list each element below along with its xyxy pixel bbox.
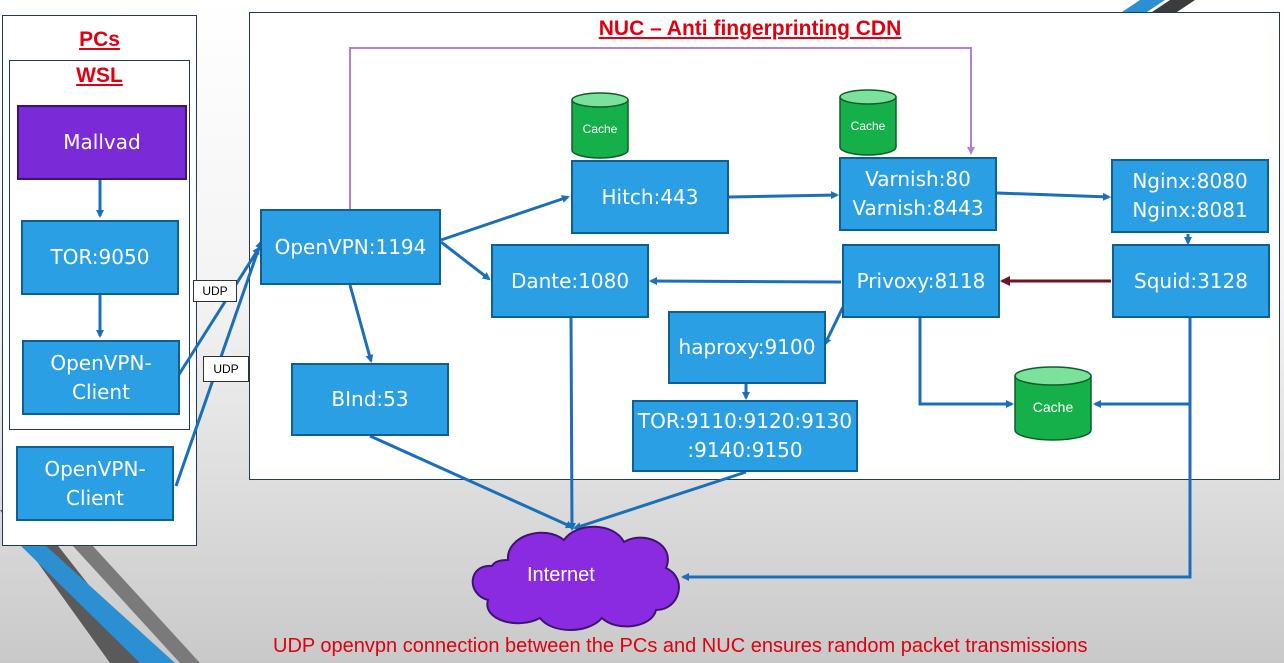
hitch-label: Hitch:443 <box>601 184 699 209</box>
privoxy-node: Privoxy:8118 <box>842 244 1000 318</box>
squid-label: Squid:3128 <box>1134 268 1248 293</box>
haproxy-label: haproxy:9100 <box>678 335 816 359</box>
pc-openvpn-client-line1: OpenVPN- <box>44 456 146 481</box>
nuc-title: NUC – Anti fingerprinting CDN <box>598 17 902 40</box>
hitch-node: Hitch:443 <box>571 160 729 234</box>
shared-cache-label: Cache <box>1032 399 1074 415</box>
dante-node: Dante:1080 <box>491 244 649 318</box>
tor-pool-line1: TOR:9110:9120:9130 <box>637 409 853 433</box>
wsl-openvpn-client-node: OpenVPN- Client <box>22 340 180 415</box>
dante-label: Dante:1080 <box>510 268 630 293</box>
varnish-cache-icon <box>839 89 897 156</box>
mullvad-label: Mallvad <box>63 130 141 154</box>
internet-cloud-icon <box>471 525 680 631</box>
varnish-node: Varnish:80 Varnish:8443 <box>839 157 997 231</box>
nginx-label-line1: Nginx:8080 <box>1132 169 1248 193</box>
internet-label: Internet <box>527 564 595 586</box>
privoxy-label: Privoxy:8118 <box>856 268 986 293</box>
bind-node: BInd:53 <box>291 363 449 436</box>
wsl-openvpn-client-line2: Client <box>72 379 130 404</box>
bottom-caption: UDP openvpn connection between the PCs a… <box>273 635 1088 657</box>
tor-9050-label: TOR:9050 <box>50 245 150 269</box>
hitch-cache-icon <box>571 92 629 159</box>
bind-label: BInd:53 <box>331 387 409 411</box>
pc-openvpn-client-node: OpenVPN- Client <box>16 446 174 521</box>
varnish-cache-label: Cache <box>850 119 886 133</box>
squid-node: Squid:3128 <box>1112 244 1270 318</box>
tor-pool-node: TOR:9110:9120:9130 :9140:9150 <box>632 400 858 472</box>
udp-label-lower: UDP <box>203 356 249 382</box>
openvpn-server-node: OpenVPN:1194 <box>260 209 441 285</box>
tor-9050-node: TOR:9050 <box>21 220 179 295</box>
wsl-title: WSL <box>76 64 123 87</box>
shared-cache-icon <box>1014 366 1092 441</box>
pc-openvpn-client-line2: Client <box>66 485 124 510</box>
varnish-label-line1: Varnish:80 <box>865 167 971 191</box>
pcs-title: PCs <box>79 28 120 51</box>
wsl-openvpn-client-line1: OpenVPN- <box>50 350 152 375</box>
haproxy-node: haproxy:9100 <box>668 311 826 384</box>
hitch-cache-label: Cache <box>582 122 618 136</box>
udp-label-upper: UDP <box>193 280 237 302</box>
varnish-label-line2: Varnish:8443 <box>852 196 984 220</box>
nginx-label-line2: Nginx:8081 <box>1132 198 1248 222</box>
nginx-node: Nginx:8080 Nginx:8081 <box>1111 159 1269 233</box>
tor-pool-line2: :9140:9150 <box>687 438 803 462</box>
openvpn-server-label: OpenVPN:1194 <box>274 234 427 259</box>
mullvad-node: Mallvad <box>17 105 187 180</box>
